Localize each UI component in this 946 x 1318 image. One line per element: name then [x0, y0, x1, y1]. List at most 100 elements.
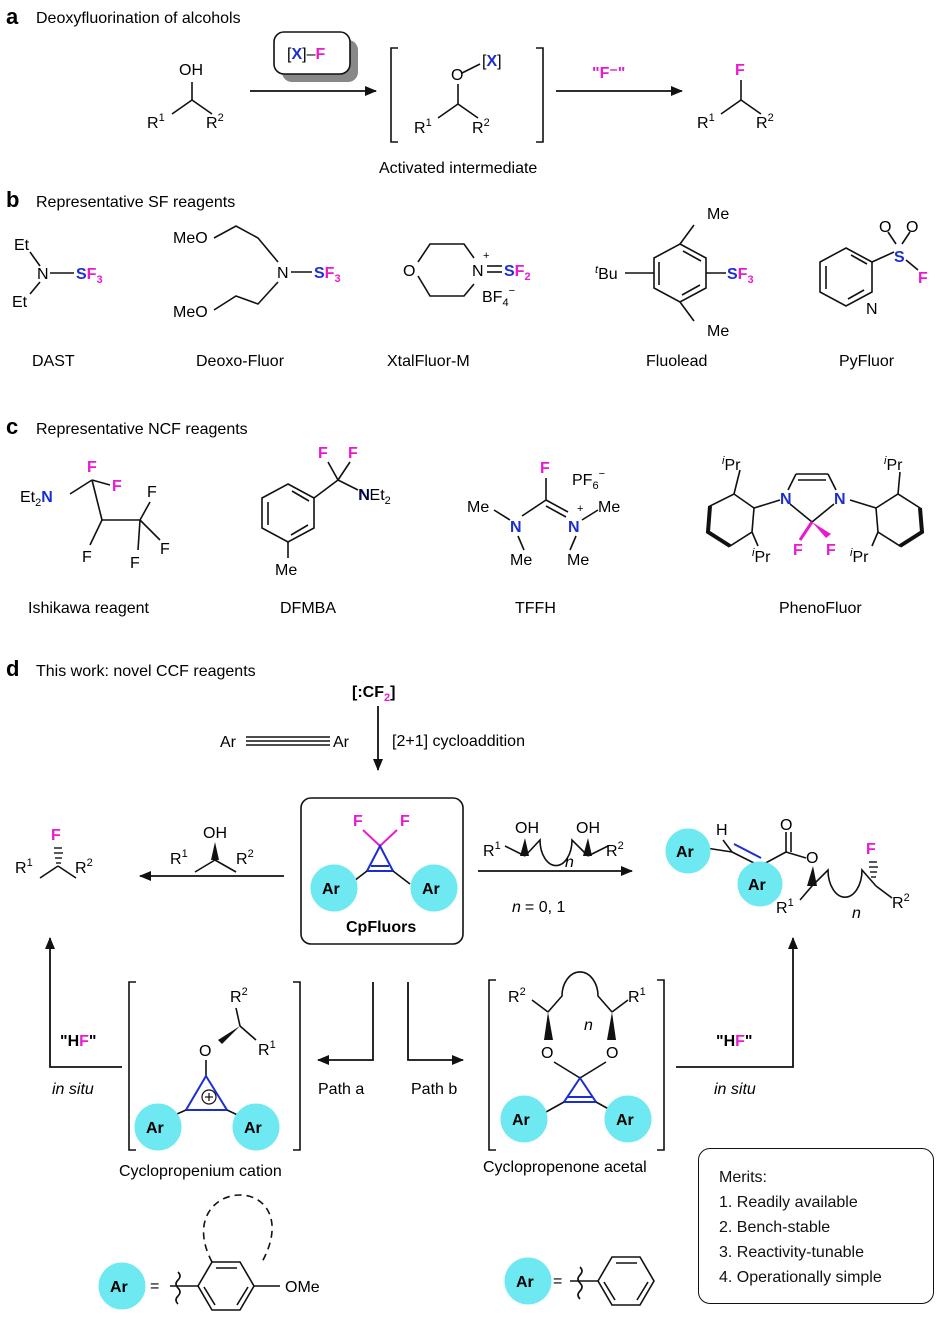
name-deoxofluor: Deoxo-Fluor: [196, 353, 285, 370]
alkyne-ar2: Ar: [333, 734, 350, 751]
oh-label: OH: [179, 62, 203, 79]
pf-ipr4: iPr: [850, 547, 869, 566]
n-values: n= 0, 1: [512, 899, 565, 916]
ish-f6: F: [130, 555, 140, 572]
section-c-letter: c: [6, 414, 18, 439]
diol-r2: R2: [606, 840, 624, 860]
section-b: b Representative SF reagents Et N SF3 Et…: [6, 187, 928, 370]
cation-caption: Cyclopropenium cation: [119, 1163, 282, 1180]
cat-ar-ball2: [232, 1103, 280, 1151]
cpfluors-box: F F Ar Ar CpFluors: [300, 797, 464, 945]
f-label: F: [735, 62, 745, 79]
pf-ipr3: iPr: [884, 455, 903, 474]
ester-f: F: [866, 841, 876, 858]
tffh-me4: Me: [567, 552, 589, 569]
cp-f2: F: [400, 813, 410, 830]
py-o1: O: [879, 219, 891, 236]
py-o2: O: [906, 219, 918, 236]
diol-n: n: [565, 854, 574, 871]
dfo-sf3: SF3: [314, 265, 341, 285]
cat-r2: R2: [230, 986, 248, 1006]
ester-h: H: [716, 822, 728, 839]
path-b-label: Path b: [411, 1081, 457, 1098]
section-a-letter: a: [6, 4, 19, 29]
name-tffh: TFFH: [515, 600, 556, 617]
diol-reactant: OH OH R1 R2 n: [483, 820, 624, 871]
pf-f1: F: [793, 542, 803, 559]
name-fluolead: Fluolead: [646, 353, 707, 370]
tffh-me3: Me: [598, 499, 620, 516]
d-r2: R2: [236, 848, 254, 868]
cp-ar1: Ar: [322, 881, 340, 898]
section-d-title: This work: novel CCF reagents: [36, 663, 256, 680]
name-xtalfluor: XtalFluor-M: [387, 353, 470, 370]
phenofluor-structure: N N F F iPr iPr iPr iPr: [705, 455, 925, 566]
pyfluor-structure: N S O O F: [819, 219, 928, 318]
cycloaddition-label: [2+1] cycloaddition: [392, 733, 525, 750]
in-situ-left: in situ: [52, 1081, 94, 1098]
cat-ar-ball1: [134, 1103, 182, 1151]
name-ishikawa: Ishikawa reagent: [28, 600, 150, 617]
xtalfluor-structure: O N + SF2 BF4−: [403, 243, 531, 309]
hf-right: "HF": [716, 1033, 753, 1050]
secondary-alcohol: OH R1 R2: [170, 825, 254, 873]
reagent-box: [X]–F: [273, 31, 358, 82]
o-label: O: [451, 67, 463, 84]
section-b-title: Representative SF reagents: [36, 194, 235, 211]
r2-label: R2: [206, 112, 224, 132]
dfmba-structure: F F NNEt2 Me: [261, 445, 391, 579]
xtal-sf2: SF2: [504, 263, 531, 283]
dfm-net2: NNEt2: [358, 487, 391, 507]
xtal-o: O: [403, 263, 415, 280]
ac-ar1: Ar: [512, 1112, 530, 1129]
d-f: F: [51, 827, 61, 844]
ester-ar-ball1: [665, 828, 711, 874]
def1-ar: Ar: [110, 1279, 128, 1296]
diol-oh1: OH: [515, 820, 539, 837]
alcohol-structure: OH R1 R2: [147, 62, 224, 132]
cyclopropenium-cation: R2 R1 O Ar Ar: [128, 981, 301, 1151]
tffh-f: F: [540, 460, 550, 477]
pf-n1: N: [780, 491, 792, 508]
ish-f3: F: [82, 549, 92, 566]
tffh-pf6: PF6−: [572, 468, 605, 492]
ish-f1: F: [87, 459, 97, 476]
xtal-bf4: BF4−: [482, 285, 515, 309]
cat-ar1: Ar: [146, 1120, 164, 1137]
merit-item: 4. Operationally simple: [719, 1269, 882, 1286]
dfm-me: Me: [275, 562, 297, 579]
ac-o1: O: [541, 1045, 553, 1062]
p-r2: R2: [756, 112, 774, 132]
ester-ar2: Ar: [748, 877, 766, 894]
ar-ball-left: [310, 864, 358, 912]
ish-f2: F: [112, 478, 122, 495]
fl-me1: Me: [707, 206, 729, 223]
py-f: F: [918, 270, 928, 287]
ester-o1: O: [780, 817, 792, 834]
intermediate-caption: Activated intermediate: [379, 160, 537, 177]
arrow-hf-left: [45, 937, 122, 1068]
cat-o: O: [199, 1043, 211, 1060]
xtal-n: N: [472, 263, 484, 280]
deoxofluor-structure: MeO N SF3 MeO: [173, 225, 341, 321]
int-r1: R1: [414, 117, 432, 137]
dast-et2: Et: [12, 294, 28, 311]
dast-structure: Et N SF3 Et: [12, 237, 103, 311]
arrow-hf-right: [676, 937, 798, 1068]
section-b-letter: b: [6, 187, 19, 212]
carbene-label: [:CF2]: [352, 684, 395, 704]
alkyl-fluoride-product: F R1 R2: [15, 827, 93, 879]
tffh-plus: +: [577, 503, 583, 515]
tffh-me2: Me: [510, 552, 532, 569]
fluoride-label: "F⁻": [592, 65, 625, 82]
name-dast: DAST: [32, 353, 75, 370]
ish-f4: F: [147, 484, 157, 501]
path-a-label: Path a: [318, 1081, 364, 1098]
fluolead-structure: Me Me SF3 tBu: [595, 206, 754, 340]
fl-me2: Me: [707, 323, 729, 340]
ester-n: n: [852, 905, 861, 922]
fl-sf3: SF3: [727, 266, 754, 286]
arrow-path-a: [317, 982, 374, 1065]
ar-definition-1: Ar = OMe: [98, 1194, 320, 1311]
